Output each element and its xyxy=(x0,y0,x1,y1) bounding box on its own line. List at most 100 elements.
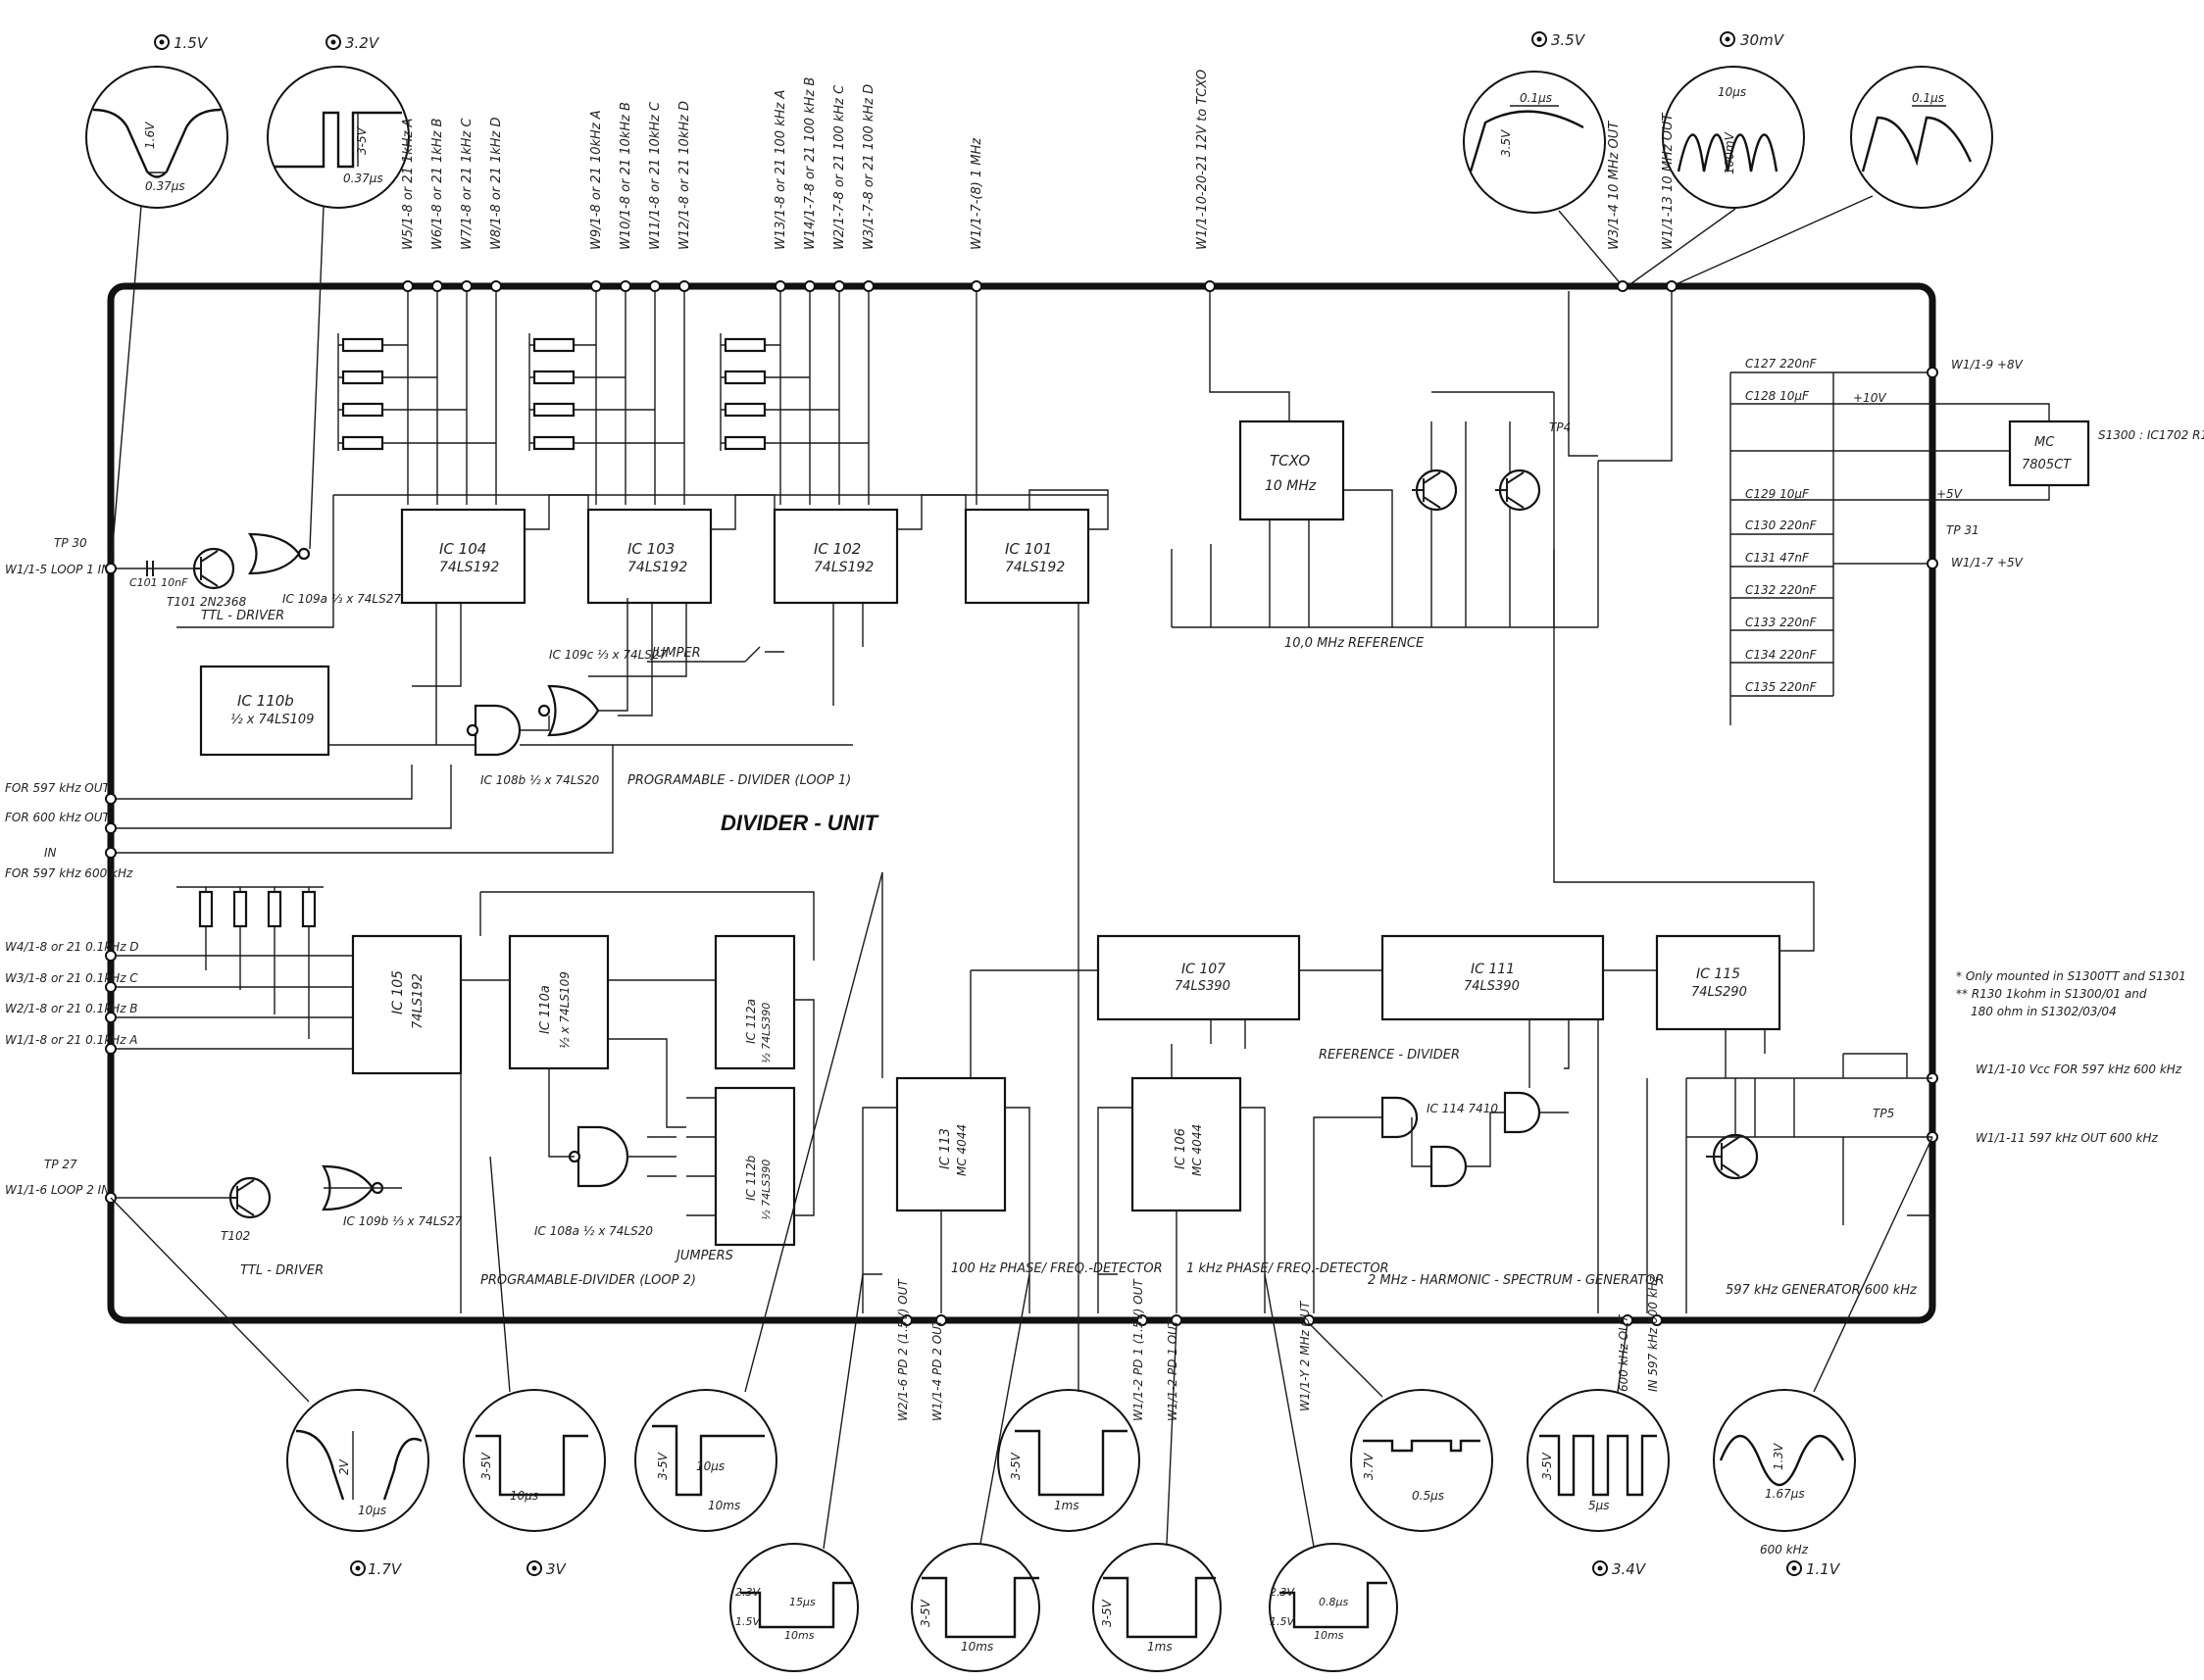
scope-9b-t: 10ms xyxy=(784,1629,815,1642)
board-frame xyxy=(107,282,1936,1324)
scope-6-t: 10µs xyxy=(358,1504,386,1517)
in-label-k: W2/1-7-8 or 21 100 kHz C xyxy=(832,84,847,250)
reg-name: MC xyxy=(2034,435,2055,450)
loop1-wires xyxy=(111,598,853,854)
gate-ic109c: IC 109c ⅓ x 74LS27 xyxy=(537,648,668,737)
scope-4-v: 100mV xyxy=(1723,131,1736,174)
in597-label: IN 597 kHz 600 kHz xyxy=(1646,1275,1660,1392)
in-label-d: W8/1-8 or 21 1kHz D xyxy=(489,117,504,250)
ic111-part: 74LS390 xyxy=(1464,979,1520,994)
in-label-i: W13/1-8 or 21 100 kHz A xyxy=(774,90,788,250)
v8-label: W1/1-9 +8V xyxy=(1951,358,2024,371)
probe-8-label: 1.1V xyxy=(1806,1560,1841,1578)
note2: ** R130 1kohm in S1300/01 and xyxy=(1956,987,2147,1001)
probe-2-label: 3.2V xyxy=(345,34,380,52)
left-inputs-loop1: TP 30 W1/1-5 LOOP 1 IN FOR 597 kHz OUT F… xyxy=(5,536,133,880)
resistors-loop2 xyxy=(176,886,324,1039)
scope-8-t: 10µs xyxy=(696,1459,725,1473)
scope-9b-v: 1.5V xyxy=(735,1615,761,1628)
c130-label: C130 220nF xyxy=(1745,519,1818,532)
w1-label: W1/1-8 or 21 0.1kHz A xyxy=(5,1033,138,1047)
in-label: IN xyxy=(44,846,57,860)
c133-label: C133 220nF xyxy=(1745,616,1818,629)
scope-16: 1.3V 1.67µs 600 kHz xyxy=(1713,1389,1856,1556)
generator-label: 597 kHz GENERATOR 600 kHz xyxy=(1726,1283,1918,1298)
scope-6-v: 2V xyxy=(337,1458,351,1475)
svg-text:T102: T102 xyxy=(221,1229,250,1243)
right-outputs: W1/1-9 +8V W1/1-7 +5V TP 31 W1/1-10 Vcc … xyxy=(1873,358,2186,1145)
ic103: IC 103 74LS192 xyxy=(586,508,713,605)
scope-14-t: 0.5µs xyxy=(1412,1489,1444,1503)
ic110b: IC 110b ½ x 74LS109 xyxy=(199,665,330,757)
ic101-name: IC 101 xyxy=(1005,540,1052,558)
transistor-t101: T101 2N2368 xyxy=(167,547,247,609)
gate-ic109b-label: IC 109b ⅓ x 74LS27 xyxy=(343,1214,463,1228)
in-label-c: W7/1-8 or 21 1kHz C xyxy=(460,117,475,250)
ic115-name: IC 115 xyxy=(1696,966,1740,982)
note3: 180 ohm in S1302/03/04 xyxy=(1971,1005,2117,1018)
in-label-f: W10/1-8 or 21 10kHz B xyxy=(619,102,633,250)
ic104-part: 74LS192 xyxy=(439,560,499,575)
ic113-part: MC 4044 xyxy=(955,1124,969,1176)
scope-4: 10µs 100mV xyxy=(1662,66,1805,209)
ic110a-part: ½ x 74LS109 xyxy=(558,971,572,1049)
in-label-e: W9/1-8 or 21 10kHz A xyxy=(589,110,604,250)
ic110b-name: IC 110b xyxy=(237,692,294,710)
tp5-label: TP5 xyxy=(1873,1107,1894,1120)
probe-8: 1.1V xyxy=(1786,1560,1841,1578)
ic113: IC 113 MC 4044 xyxy=(895,1076,1007,1212)
harmonic-wires xyxy=(1313,1112,1569,1313)
probe-6: 3V xyxy=(526,1560,568,1578)
scope-13-t: 0.8µs xyxy=(1319,1596,1348,1608)
c135-label: C135 220nF xyxy=(1745,680,1818,694)
scope-7-v: 3-5V xyxy=(479,1452,493,1480)
ic103-name: IC 103 xyxy=(627,540,675,558)
top-pins xyxy=(402,280,1678,292)
jumper-label: JUMPER xyxy=(649,646,701,661)
transistor-t105 xyxy=(1706,1133,1759,1180)
w15-label: W1/1-5 LOOP 1 IN xyxy=(5,563,110,576)
ic112a: IC 112a ½ 74LS390 xyxy=(714,934,796,1070)
ic112a-part: ½ 74LS390 xyxy=(760,1003,773,1063)
svg-text:T101 2N2368: T101 2N2368 xyxy=(167,595,247,609)
transistor-t103 xyxy=(1412,469,1458,512)
scope-7: 3-5V 10µs xyxy=(463,1389,606,1532)
for597in-label: FOR 597 kHz 600 kHz xyxy=(5,866,133,880)
scope-13b-t: 10ms xyxy=(1314,1629,1344,1642)
ref-divider-label: REFERENCE - DIVIDER xyxy=(1319,1048,1460,1062)
scope-5: 0.1µs xyxy=(1850,66,1993,209)
reg-note: S1300 : IC1702 R1117 IC2001 xyxy=(2098,428,2204,442)
probe-2: 3.2V xyxy=(326,34,380,52)
reg-part: 7805CT xyxy=(2022,458,2072,472)
scope-11-t: 1ms xyxy=(1054,1499,1079,1512)
in-label-g: W11/1-8 or 21 10kHz C xyxy=(648,101,663,250)
harmonic-label: 2 MHz - HARMONIC - SPECTRUM - GENERATOR xyxy=(1368,1273,1664,1288)
resistor-array-ra103 xyxy=(720,333,869,451)
in-label-h: W12/1-8 or 21 10kHz D xyxy=(677,101,692,250)
transistor-t102: T102 xyxy=(221,1176,272,1243)
scope-9-t: 15µs xyxy=(789,1596,816,1608)
for597out-label: FOR 597 kHz OUT xyxy=(5,781,112,795)
scope-2-v: 3-5V xyxy=(355,126,369,155)
ic111: IC 111 74LS390 xyxy=(1380,934,1605,1021)
scope-13-v: 2.3V xyxy=(1270,1586,1295,1599)
tp30-label: TP 30 xyxy=(54,536,87,550)
ref-wires xyxy=(1210,549,1815,1313)
scope-3-t: 0.1µs xyxy=(1520,91,1552,105)
scope-13b-v: 1.5V xyxy=(1270,1615,1295,1628)
ic110a: IC 110a ½ x 74LS109 xyxy=(508,934,610,1070)
scope-1: 1.6V 0.37µs xyxy=(85,66,228,209)
tcxo-name: TCXO xyxy=(1270,452,1310,469)
ic112b: IC 112b ½ 74LS390 xyxy=(714,1086,796,1247)
probe-6-label: 3V xyxy=(546,1560,568,1578)
transistor-t104 xyxy=(1495,469,1541,512)
c131-label: C131 47nF xyxy=(1745,551,1810,565)
tcxo: TCXO 10 MHz xyxy=(1238,420,1345,521)
ic112b-part: ½ 74LS390 xyxy=(760,1160,773,1220)
scope-3: 0.1µs 3.5V xyxy=(1463,71,1606,214)
ttl-driver-2: TTL - DRIVER xyxy=(240,1263,324,1278)
ic111-name: IC 111 xyxy=(1471,962,1515,977)
ic107: IC 107 74LS390 xyxy=(1096,934,1301,1021)
probe-3-label: 3.5V xyxy=(1551,31,1586,49)
